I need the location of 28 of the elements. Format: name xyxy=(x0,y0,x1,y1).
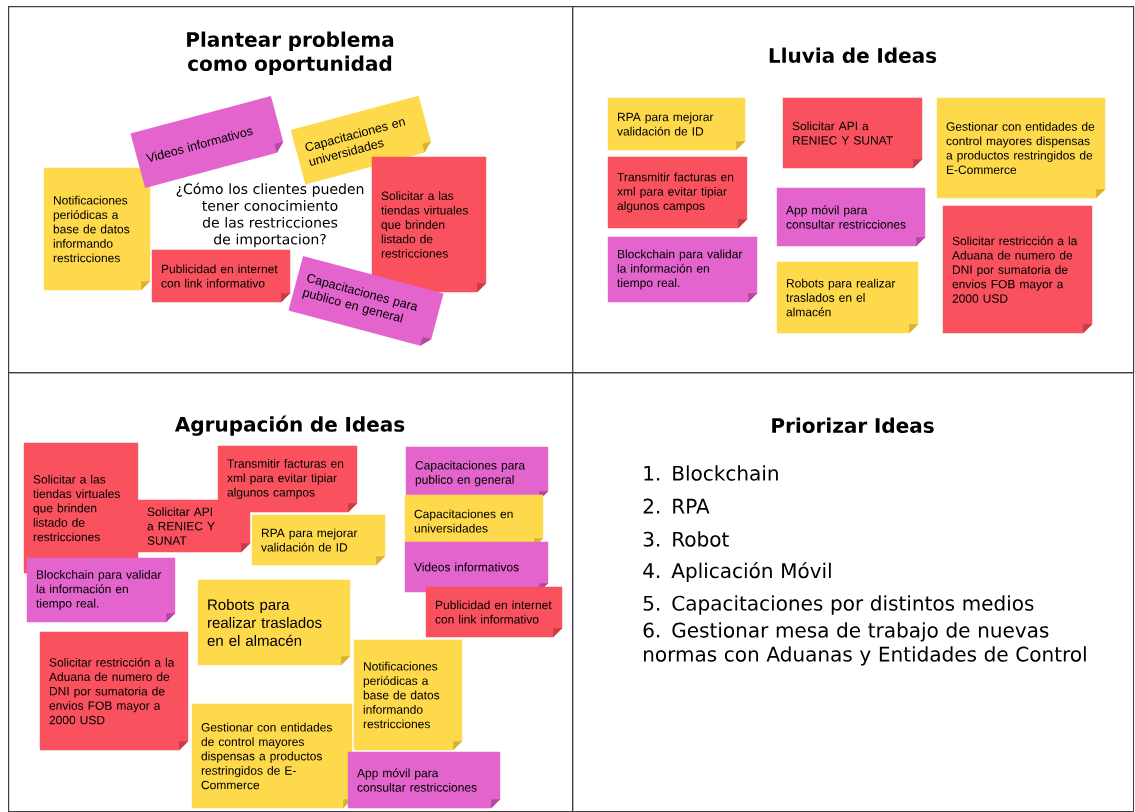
sticky-note: Solicitar restricción a la Aduana de numero de DNI por sumatoria de envios FOB mayor a 2000 USD xyxy=(942,205,1093,334)
sticky-note: App móvil para consultar restricciones xyxy=(347,751,501,809)
sticky-note: Notificaciones periódicas a base de datos informando restricciones xyxy=(353,639,463,751)
sticky-note: Solicitar restricción a la Aduana de numero de DNI por sumatoria de envios FOB mayor a 2000 USD xyxy=(39,631,189,751)
sticky-note: Blockchain para validar la información en tiempo real. xyxy=(26,557,176,623)
list-item: 2. RPA xyxy=(643,498,710,514)
sticky-note: Robots para realizar traslados en el almacén xyxy=(197,579,351,666)
sticky-note: Solicitar API a RENIEC Y SUNAT xyxy=(782,97,923,169)
list-item: 5. Capacitaciones por distintos medios xyxy=(643,595,1034,615)
sticky-note: Publicidad en internet con link informativo xyxy=(151,249,291,303)
list-item: 3. Robot xyxy=(643,531,729,547)
list-item: 6. Gestionar mesa de trabajo de nuevas normas con Aduanas y Entidades de Control xyxy=(643,622,1086,666)
sticky-note: Solicitar a las tiendas virtuales que brinden listado de restricciones xyxy=(371,156,487,293)
list-item: 4. Aplicación Móvil xyxy=(643,561,831,583)
sticky-note: Blockchain para validar la información en tiempo real. xyxy=(607,236,758,303)
sticky-note: Solicitar API a RENIEC Y SUNAT xyxy=(137,499,251,553)
list-item: 1. Blockchain xyxy=(644,465,778,481)
sticky-note: Gestionar con entidades de control mayores dispensas a productos restringidos de E-Commerce xyxy=(191,703,353,809)
sticky-note: Publicidad en internet con link informativo xyxy=(425,586,563,638)
sticky-note: RPA para mejorar validación de ID xyxy=(251,514,386,566)
sticky-note: Gestionar con entidades de control mayores dispensas a productos restringidos de E-Commerce xyxy=(936,97,1106,199)
sticky-note: App móvil para consultar restricciones xyxy=(776,187,926,247)
sticky-note: Transmitir facturas en xml para evitar tipiar algunos campos xyxy=(217,445,358,513)
sticky-note: RPA para mejorar validación de ID xyxy=(607,97,746,151)
sticky-note: Transmitir facturas en xml para evitar tipiar algunos campos xyxy=(607,156,748,229)
sticky-note: Capacitaciones para publico en general xyxy=(405,446,549,501)
sticky-note: Robots para realizar traslados en el almacén xyxy=(776,261,919,334)
sticky-note: Notificaciones periódicas a base de datos informando restricciones xyxy=(43,167,151,291)
